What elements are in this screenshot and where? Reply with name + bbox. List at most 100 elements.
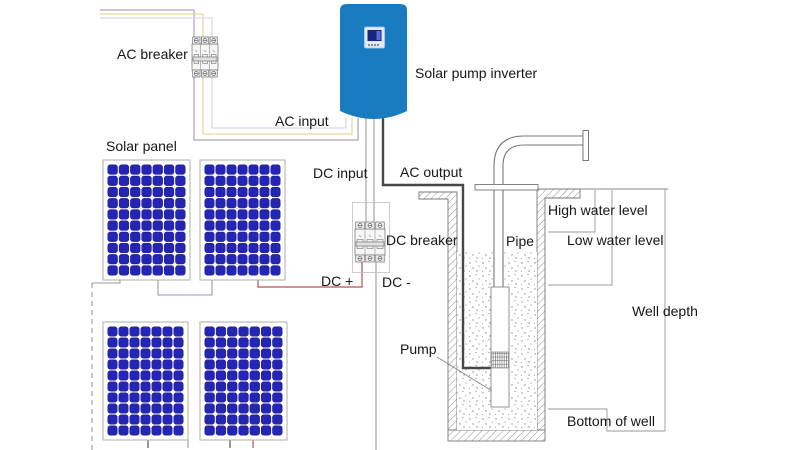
panel-cell bbox=[215, 198, 226, 209]
panel-cell bbox=[129, 359, 140, 370]
well-right-wall bbox=[536, 188, 581, 431]
panel-cell bbox=[226, 175, 237, 186]
panel-cell bbox=[140, 392, 151, 403]
solar-panel-label: Solar panel bbox=[106, 138, 177, 154]
panel-cell bbox=[260, 381, 272, 392]
panel-cell bbox=[204, 425, 215, 436]
panel-cell bbox=[107, 164, 118, 175]
panel-cell bbox=[238, 326, 249, 337]
panel-cell bbox=[140, 381, 151, 392]
well-depth-label: Well depth bbox=[632, 303, 698, 319]
panel-cell bbox=[173, 370, 184, 381]
pole-mark bbox=[194, 49, 198, 53]
panel-cell bbox=[140, 348, 151, 359]
panel-cell bbox=[204, 370, 215, 381]
panel-cell bbox=[237, 231, 248, 242]
panel-cell bbox=[152, 209, 163, 220]
panel-cell bbox=[204, 392, 215, 403]
panel-cell bbox=[260, 337, 272, 348]
panel-cell bbox=[270, 198, 281, 209]
panel-cell bbox=[130, 231, 141, 242]
panel-cell bbox=[204, 220, 215, 231]
panel-cell bbox=[260, 392, 272, 403]
panel-cell bbox=[118, 370, 129, 381]
panel-cell bbox=[162, 359, 173, 370]
terminal-screw-icon bbox=[193, 38, 199, 43]
panel-cell bbox=[272, 337, 283, 348]
panel-cell bbox=[237, 209, 248, 220]
panel-cell bbox=[118, 381, 129, 392]
panel-cell bbox=[118, 403, 129, 414]
panel-cell bbox=[107, 392, 118, 403]
panel-cell bbox=[175, 231, 186, 242]
panel-cell bbox=[107, 186, 118, 198]
panel-cell bbox=[204, 254, 215, 265]
panel-cell bbox=[129, 348, 140, 359]
panel-cell bbox=[118, 348, 129, 359]
panel-cell bbox=[107, 370, 118, 381]
panel-cell bbox=[163, 209, 175, 220]
panel-cell bbox=[163, 231, 175, 242]
panel-cell bbox=[237, 164, 248, 175]
panel-cell bbox=[140, 403, 151, 414]
panel-cell bbox=[175, 242, 186, 254]
panel-cell bbox=[215, 381, 227, 392]
pole-mark bbox=[203, 49, 207, 53]
panel-cell bbox=[270, 209, 281, 220]
pv-string-wires bbox=[91, 280, 254, 450]
panel-cell bbox=[173, 326, 184, 337]
panel-cell bbox=[272, 359, 283, 370]
pipe-column-fill bbox=[494, 250, 503, 288]
pipe bbox=[474, 130, 589, 288]
panel-cell bbox=[130, 254, 141, 265]
panel-cell bbox=[129, 381, 140, 392]
panel-cell bbox=[248, 209, 259, 220]
panel-cell bbox=[107, 198, 118, 209]
panel-cell bbox=[248, 254, 259, 265]
panel-cell bbox=[238, 370, 249, 381]
panel-cell bbox=[107, 175, 118, 186]
panel-cell bbox=[173, 403, 184, 414]
panel-cell bbox=[107, 265, 118, 276]
panel-cell bbox=[152, 175, 163, 186]
panel-cell bbox=[175, 254, 186, 265]
pv-wire-left bbox=[92, 280, 121, 284]
dc-breaker bbox=[354, 221, 386, 263]
panel-cell bbox=[270, 186, 281, 198]
panel-cell bbox=[226, 220, 237, 231]
panel-cell bbox=[107, 326, 118, 337]
panel-cell bbox=[118, 425, 129, 436]
panel-cell bbox=[237, 242, 248, 254]
panel-cell bbox=[118, 254, 130, 265]
panel-cell bbox=[141, 175, 152, 186]
panel-cell bbox=[118, 242, 130, 254]
panel-cell bbox=[173, 348, 184, 359]
panel-cell bbox=[162, 326, 173, 337]
panel-cell bbox=[249, 381, 260, 392]
panel-cell bbox=[107, 359, 118, 370]
panel-cell bbox=[204, 209, 215, 220]
panel-cell bbox=[226, 186, 237, 198]
panel-cell bbox=[237, 198, 248, 209]
panel-cell bbox=[238, 414, 249, 425]
panel-cell bbox=[204, 242, 215, 254]
panel-cell bbox=[175, 175, 186, 186]
panel-cell bbox=[215, 337, 227, 348]
dc-plus-label: DC + bbox=[321, 273, 353, 289]
labels: AC breaker Solar panel AC input Solar pu… bbox=[106, 46, 698, 429]
panel-cell bbox=[227, 414, 238, 425]
panel-cell bbox=[118, 175, 130, 186]
panel-cell bbox=[237, 265, 248, 276]
panel-cell bbox=[215, 348, 227, 359]
panel-cell bbox=[118, 220, 130, 231]
panel-cell bbox=[248, 198, 259, 209]
toggle-tie-bar bbox=[192, 56, 218, 62]
panel-cell bbox=[130, 186, 141, 198]
panel-cell bbox=[227, 370, 238, 381]
panel-cell bbox=[249, 337, 260, 348]
panel-cell bbox=[118, 326, 129, 337]
high-water-level-label: High water level bbox=[548, 202, 648, 218]
pump-leader-line bbox=[436, 356, 493, 392]
panel-cell bbox=[238, 425, 249, 436]
panel-cell bbox=[163, 186, 175, 198]
